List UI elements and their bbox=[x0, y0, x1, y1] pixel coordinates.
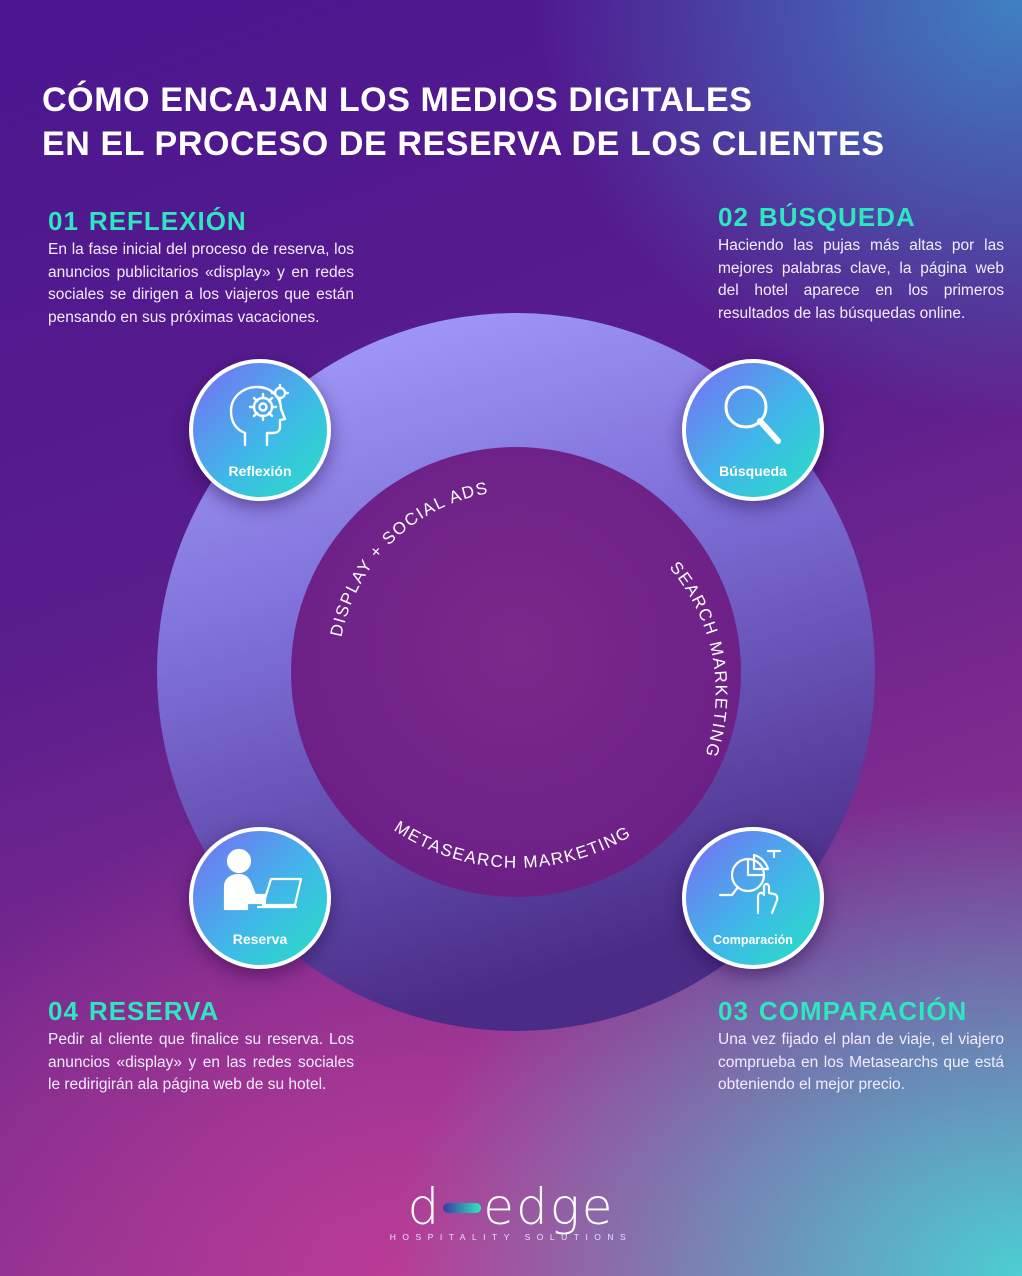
step-description: Una vez fijado el plan de viaje, el viaj… bbox=[718, 1031, 1004, 1093]
badge-reserva: Reserva bbox=[189, 827, 331, 969]
person-laptop-icon bbox=[223, 848, 303, 911]
step-title: RESERVA bbox=[88, 996, 220, 1026]
inner-disc bbox=[291, 447, 741, 897]
step-description: En la fase inicial del proceso de reserv… bbox=[48, 241, 354, 326]
badge-comparacion: Comparación bbox=[682, 827, 824, 969]
step-title: BÚSQUEDA bbox=[758, 202, 916, 232]
step-title: REFLEXIÓN bbox=[88, 206, 247, 236]
step-heading: 02 BÚSQUEDA bbox=[718, 202, 1004, 233]
step-comparacion: 03 COMPARACIÓN Una vez fijado el plan de … bbox=[718, 996, 1004, 1097]
step-number: 03 bbox=[718, 996, 749, 1026]
badge-label: Búsqueda bbox=[719, 463, 787, 479]
badge-reflexion: Reflexión bbox=[189, 359, 331, 501]
step-heading: 03 COMPARACIÓN bbox=[718, 996, 1004, 1027]
step-title: COMPARACIÓN bbox=[758, 996, 968, 1026]
magnifier-icon bbox=[724, 385, 781, 444]
step-number: 01 bbox=[48, 206, 79, 236]
step-number: 02 bbox=[718, 202, 749, 232]
logo-subtitle: HOSPITALITY SOLUTIONS bbox=[389, 1232, 633, 1242]
step-description: Haciendo las pujas más altas por las mej… bbox=[718, 237, 1004, 322]
head-gears-icon bbox=[229, 383, 290, 447]
step-number: 04 bbox=[48, 996, 79, 1026]
step-heading: 04 RESERVA bbox=[48, 996, 354, 1027]
step-reserva: 04 RESERVA Pedir al cliente que finalice … bbox=[48, 996, 354, 1097]
step-description: Pedir al cliente que finalice su reserva… bbox=[48, 1031, 354, 1093]
badge-busqueda: Búsqueda bbox=[682, 359, 824, 501]
logo-letter-d: d bbox=[407, 1178, 442, 1236]
logo-dash bbox=[443, 1202, 482, 1213]
step-busqueda: 02 BÚSQUEDA Haciendo las pujas más altas … bbox=[718, 202, 1004, 325]
title-line-2: EN EL PROCESO DE RESERVA DE LOS CLIENTES bbox=[42, 125, 885, 163]
badge-label: Reflexión bbox=[228, 463, 292, 479]
page-title: CÓMO ENCAJAN LOS MEDIOS DIGITALES EN EL … bbox=[42, 78, 885, 166]
pie-chart-hand-icon bbox=[718, 849, 782, 915]
logo-word-edge: edge bbox=[483, 1178, 615, 1236]
step-reflexion: 01 REFLEXIÓN En la fase inicial del proce… bbox=[48, 206, 354, 329]
badge-label: Reserva bbox=[232, 931, 288, 947]
step-heading: 01 REFLEXIÓN bbox=[48, 206, 354, 237]
badge-label: Comparación bbox=[713, 933, 793, 947]
title-line-1: CÓMO ENCAJAN LOS MEDIOS DIGITALES bbox=[42, 81, 753, 119]
